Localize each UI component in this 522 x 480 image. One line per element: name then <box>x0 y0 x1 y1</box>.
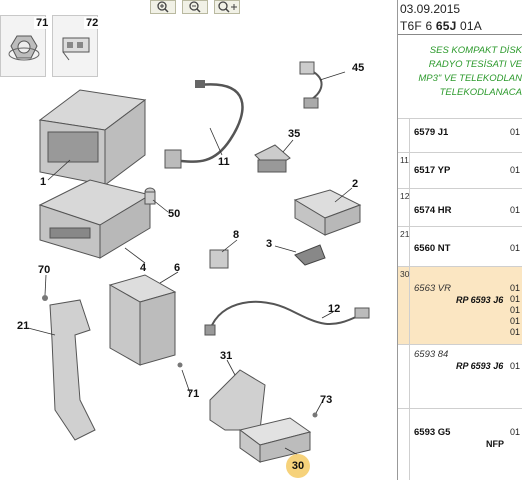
date-text: 03.09.2015 <box>400 2 461 16</box>
part-quantity: 01 <box>510 127 521 137</box>
parts-diagram[interactable]: 71 72 <box>0 0 397 480</box>
part-label[interactable]: 8 <box>233 229 240 241</box>
panel-divider <box>397 0 398 480</box>
part-label[interactable]: 6 <box>174 262 181 274</box>
nut-icon <box>8 35 40 61</box>
part-label[interactable]: 35 <box>288 128 301 140</box>
clip-icon <box>62 37 90 61</box>
title-line: MP3" VE TELEKODLAN <box>418 73 522 84</box>
row-index: 30 <box>400 269 410 279</box>
part-reference[interactable]: 6574 HR <box>414 205 452 216</box>
parts-row[interactable]: 21 6560 NT 01 <box>398 226 522 266</box>
zoom-in-icon <box>157 1 169 13</box>
section-title: SES KOMPAKT DİSK RADYO TESİSATI VE MP3" … <box>398 44 522 100</box>
quantity-value: 01 <box>510 316 521 326</box>
code-suffix: 01A <box>456 19 483 33</box>
row-index: 12 <box>400 191 410 201</box>
row-index-column <box>398 119 410 152</box>
row-index-column <box>398 153 410 188</box>
part-quantity: 01 <box>510 427 521 437</box>
zoom-pan-icon <box>218 1 237 13</box>
part-label-selected[interactable]: 30 <box>286 454 310 478</box>
quantity-value: 01 <box>510 305 521 315</box>
replacement-reference[interactable]: RP 6593 J6 <box>456 361 504 371</box>
part-label[interactable]: 70 <box>38 264 51 276</box>
part-reference[interactable]: 6579 J1 <box>414 127 449 138</box>
part-label[interactable]: 50 <box>168 208 181 220</box>
quantity-value: 01 <box>510 294 521 304</box>
zoom-in-button[interactable] <box>150 0 176 14</box>
row-index-column <box>398 267 410 344</box>
quantity-value: 01 <box>510 283 521 293</box>
part-reference[interactable]: 6593 84 <box>414 349 449 360</box>
quantity-value: 01 <box>510 327 521 337</box>
part-quantities: 01 01 01 01 01 <box>510 283 520 338</box>
code-prefix: T6F 6 <box>400 19 436 33</box>
parts-row[interactable]: 12 6574 HR 01 <box>398 188 522 226</box>
part-label[interactable]: 71 <box>187 388 200 400</box>
part-quantity: 01 <box>510 205 521 215</box>
parts-row[interactable]: 6593 G5 NFP 01 <box>398 408 522 480</box>
part-quantity: 01 <box>510 165 521 175</box>
row-index-column <box>398 189 410 226</box>
part-quantity: 01 <box>510 361 521 371</box>
row-index-column <box>398 409 410 480</box>
parts-list-panel: 03.09.2015 T6F 6 65J 01A SES KOMPAKT DİS… <box>398 0 522 480</box>
part-label[interactable]: 3 <box>266 238 273 250</box>
vehicle-code: T6F 6 65J 01A <box>400 19 482 33</box>
header-divider <box>398 34 522 35</box>
part-reference[interactable]: 6560 NT <box>414 243 451 254</box>
parts-row[interactable]: 6593 84 RP 6593 J6 01 <box>398 344 522 408</box>
part-label[interactable]: 45 <box>352 62 365 74</box>
title-line: SES KOMPAKT DİSK <box>429 45 522 56</box>
zoom-out-icon <box>189 1 201 13</box>
part-label[interactable]: 2 <box>352 178 359 190</box>
row-index-column <box>398 345 410 408</box>
part-reference[interactable]: 6517 YP <box>414 165 451 176</box>
replacement-reference[interactable]: RP 6593 J6 <box>456 295 504 305</box>
part-reference[interactable]: 6563 VR <box>414 283 451 294</box>
part-label[interactable]: 31 <box>220 350 233 362</box>
parts-row-selected[interactable]: 30 6563 VR RP 6593 J6 01 01 01 01 01 <box>398 266 522 344</box>
thumbnail-number: 72 <box>84 17 101 29</box>
part-label[interactable]: 12 <box>328 303 341 315</box>
title-line: TELEKODLANACA <box>439 87 522 98</box>
diagram-toolbar <box>150 0 275 14</box>
part-reference[interactable]: 6593 G5 <box>414 427 451 438</box>
row-index: 21 <box>400 229 410 239</box>
part-label[interactable]: 1 <box>40 176 47 188</box>
part-label[interactable]: 73 <box>320 394 333 406</box>
zoom-pan-button[interactable] <box>214 0 240 14</box>
thumbnail-number: 71 <box>34 17 51 29</box>
part-label[interactable]: 11 <box>218 156 230 168</box>
code-bold: 65J <box>435 19 457 33</box>
title-line: RADYO TESİSATI VE <box>428 59 522 70</box>
row-index: 11 <box>400 155 409 165</box>
parts-row[interactable]: 11 6517 YP 01 <box>398 152 522 188</box>
parts-row[interactable]: 6579 J1 01 <box>398 118 522 152</box>
exploded-view-drawing <box>27 61 370 463</box>
nfp-flag: NFP <box>486 439 504 449</box>
zoom-out-button[interactable] <box>182 0 208 14</box>
part-quantity: 01 <box>510 243 521 253</box>
part-label[interactable]: 21 <box>17 320 30 332</box>
row-index-column <box>398 227 410 266</box>
part-label[interactable]: 4 <box>140 262 147 274</box>
